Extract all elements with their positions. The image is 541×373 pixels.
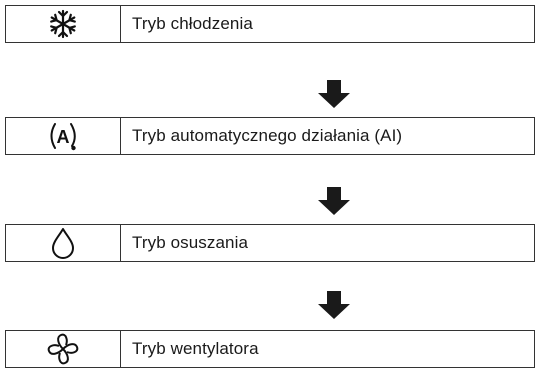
mode-icon-cell <box>6 331 121 367</box>
mode-label-cooling: Tryb chłodzenia <box>132 14 253 33</box>
mode-icon-cell <box>6 225 121 261</box>
mode-step-dry: Tryb osuszania <box>5 224 535 262</box>
snowflake-icon <box>50 9 76 39</box>
mode-icon-cell: A <box>6 118 121 154</box>
down-arrow-icon <box>316 80 352 108</box>
mode-step-auto: A Tryb automatycznego działania (AI) <box>5 117 535 155</box>
mode-step-fan: Tryb wentylatora <box>5 330 535 368</box>
mode-label-dry: Tryb osuszania <box>132 233 249 252</box>
auto-a-icon: A <box>50 123 76 151</box>
mode-label-auto: Tryb automatycznego działania (AI) <box>132 126 403 145</box>
down-arrow-icon <box>316 187 352 215</box>
fan-icon <box>47 333 79 365</box>
auto-icon-letter: A <box>57 127 70 147</box>
mode-step-cooling: Tryb chłodzenia <box>5 5 535 43</box>
down-arrow-icon <box>316 291 352 319</box>
mode-label-fan: Tryb wentylatora <box>132 339 259 358</box>
water-drop-icon <box>52 228 74 259</box>
mode-icon-cell <box>6 6 121 42</box>
